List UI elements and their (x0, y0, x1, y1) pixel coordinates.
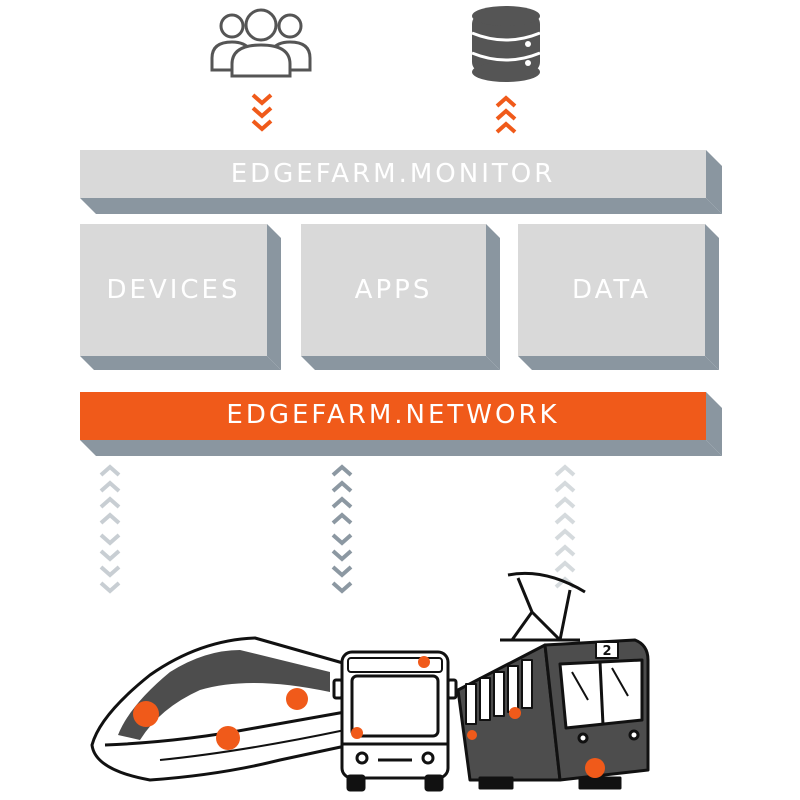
users-icon (210, 8, 312, 78)
module-label-data: DATA (572, 275, 651, 305)
network-arrows-left (99, 465, 121, 593)
network-bar (80, 392, 722, 456)
monitor-label: EDGEFARM.MONITOR (230, 159, 556, 189)
users-to-monitor-arrows (251, 93, 273, 131)
bus (332, 650, 458, 792)
tram-route-number: 2 (602, 644, 611, 659)
tram: 2 (456, 571, 650, 790)
module-label-devices: DEVICES (106, 275, 241, 305)
module-block-apps (301, 224, 500, 370)
monitor-bar (80, 150, 722, 214)
network-arrows-right (554, 465, 576, 589)
module-label-apps: APPS (354, 275, 433, 305)
module-block-devices (80, 224, 281, 370)
monitor-to-database-arrows (495, 96, 517, 134)
database-icon (471, 6, 541, 82)
high-speed-train (90, 636, 352, 782)
network-arrows-center (331, 465, 353, 593)
module-block-data (518, 224, 719, 370)
network-label: EDGEFARM.NETWORK (226, 400, 560, 430)
